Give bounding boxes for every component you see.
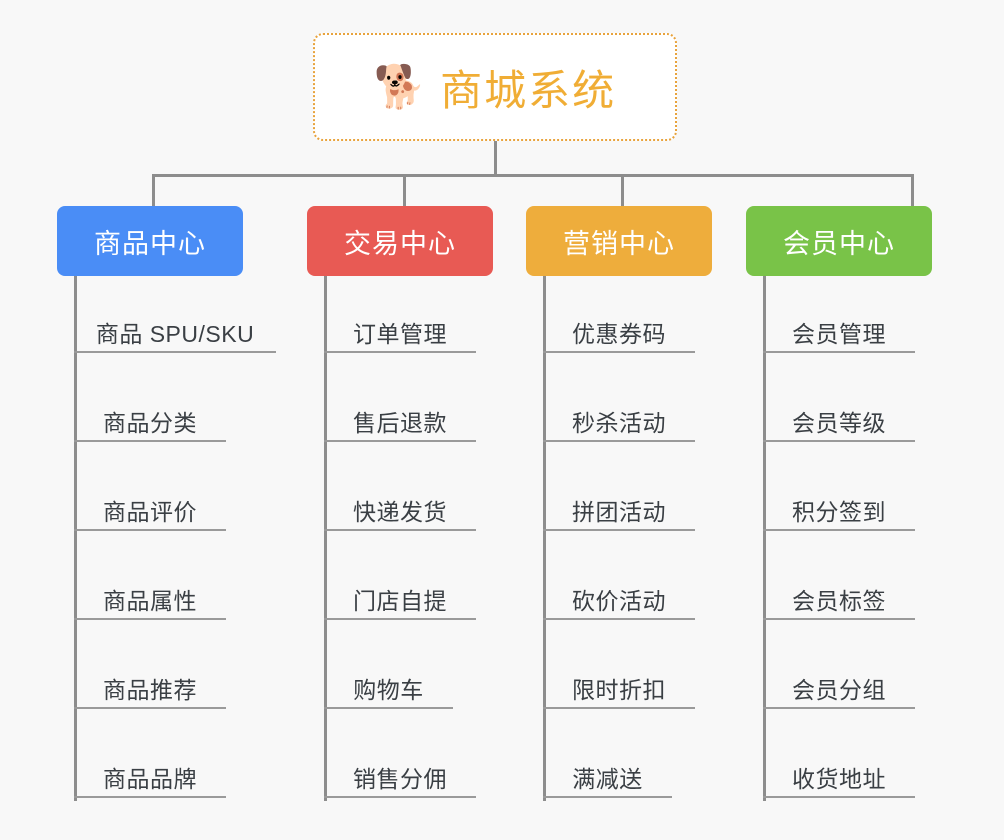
leaf-item[interactable]: 会员分组	[763, 657, 915, 709]
leaf-label: 秒杀活动	[572, 410, 666, 436]
branch-spine-4	[763, 276, 766, 801]
leaf-label: 收货地址	[792, 766, 886, 792]
connector-drop-1	[152, 174, 155, 206]
leaf-item[interactable]: 商品评价	[74, 479, 226, 531]
leaf-label: 砍价活动	[572, 588, 666, 614]
branch-spine-3	[543, 276, 546, 801]
root-title: 商城系统	[440, 66, 617, 114]
leaf-item[interactable]: 商品分类	[74, 390, 226, 442]
leaf-item[interactable]: 秒杀活动	[543, 390, 695, 442]
connector-horizontal-bus	[152, 174, 914, 177]
branch-header-交易中心[interactable]: 交易中心	[307, 206, 493, 276]
leaf-label: 购物车	[353, 677, 424, 703]
root-node[interactable]: 🐕 商城系统	[313, 33, 677, 141]
leaf-label: 商品 SPU/SKU	[95, 321, 255, 347]
connector-root-stem	[494, 141, 497, 175]
branch-title: 商品中心	[94, 228, 206, 259]
shiba-dog-face-icon: 🐕	[373, 63, 427, 110]
leaf-item[interactable]: 销售分佣	[324, 746, 476, 798]
leaf-item[interactable]: 会员等级	[763, 390, 915, 442]
leaf-item[interactable]: 收货地址	[763, 746, 915, 798]
leaf-item[interactable]: 会员标签	[763, 568, 915, 620]
leaf-label: 商品评价	[103, 499, 197, 525]
leaf-item[interactable]: 限时折扣	[543, 657, 695, 709]
leaf-item[interactable]: 售后退款	[324, 390, 476, 442]
leaf-label: 快递发货	[353, 499, 447, 525]
leaf-label: 会员标签	[792, 588, 886, 614]
leaf-item[interactable]: 订单管理	[324, 301, 476, 353]
branch-title: 营销中心	[563, 228, 675, 259]
connector-drop-3	[621, 174, 624, 206]
branch-spine-2	[324, 276, 327, 801]
connector-drop-2	[403, 174, 406, 206]
leaf-label: 商品推荐	[103, 677, 197, 703]
branch-header-营销中心[interactable]: 营销中心	[526, 206, 712, 276]
branch-header-商品中心[interactable]: 商品中心	[57, 206, 243, 276]
leaf-label: 会员分组	[792, 677, 886, 703]
leaf-label: 满减送	[572, 766, 643, 792]
leaf-label: 门店自提	[353, 588, 447, 614]
leaf-item[interactable]: 商品 SPU/SKU	[74, 301, 276, 353]
leaf-label: 销售分佣	[353, 766, 447, 792]
branch-title: 交易中心	[344, 228, 456, 259]
leaf-item[interactable]: 拼团活动	[543, 479, 695, 531]
leaf-item[interactable]: 商品品牌	[74, 746, 226, 798]
leaf-label: 售后退款	[353, 410, 447, 436]
leaf-label: 积分签到	[792, 499, 886, 525]
leaf-label: 限时折扣	[572, 677, 666, 703]
connector-drop-4	[911, 174, 914, 206]
leaf-label: 优惠券码	[572, 321, 666, 347]
leaf-item[interactable]: 积分签到	[763, 479, 915, 531]
leaf-item[interactable]: 购物车	[324, 657, 453, 709]
branch-title: 会员中心	[783, 228, 895, 259]
leaf-label: 商品分类	[103, 410, 197, 436]
leaf-item[interactable]: 优惠券码	[543, 301, 695, 353]
leaf-label: 商品品牌	[103, 766, 197, 792]
leaf-item[interactable]: 商品属性	[74, 568, 226, 620]
leaf-item[interactable]: 门店自提	[324, 568, 476, 620]
leaf-item[interactable]: 会员管理	[763, 301, 915, 353]
leaf-label: 会员管理	[792, 321, 886, 347]
leaf-item[interactable]: 满减送	[543, 746, 672, 798]
leaf-item[interactable]: 快递发货	[324, 479, 476, 531]
leaf-label: 订单管理	[353, 321, 447, 347]
leaf-label: 商品属性	[103, 588, 197, 614]
leaf-label: 拼团活动	[572, 499, 666, 525]
leaf-label: 会员等级	[792, 410, 886, 436]
leaf-item[interactable]: 商品推荐	[74, 657, 226, 709]
branch-header-会员中心[interactable]: 会员中心	[746, 206, 932, 276]
leaf-item[interactable]: 砍价活动	[543, 568, 695, 620]
branch-spine-1	[74, 276, 77, 801]
